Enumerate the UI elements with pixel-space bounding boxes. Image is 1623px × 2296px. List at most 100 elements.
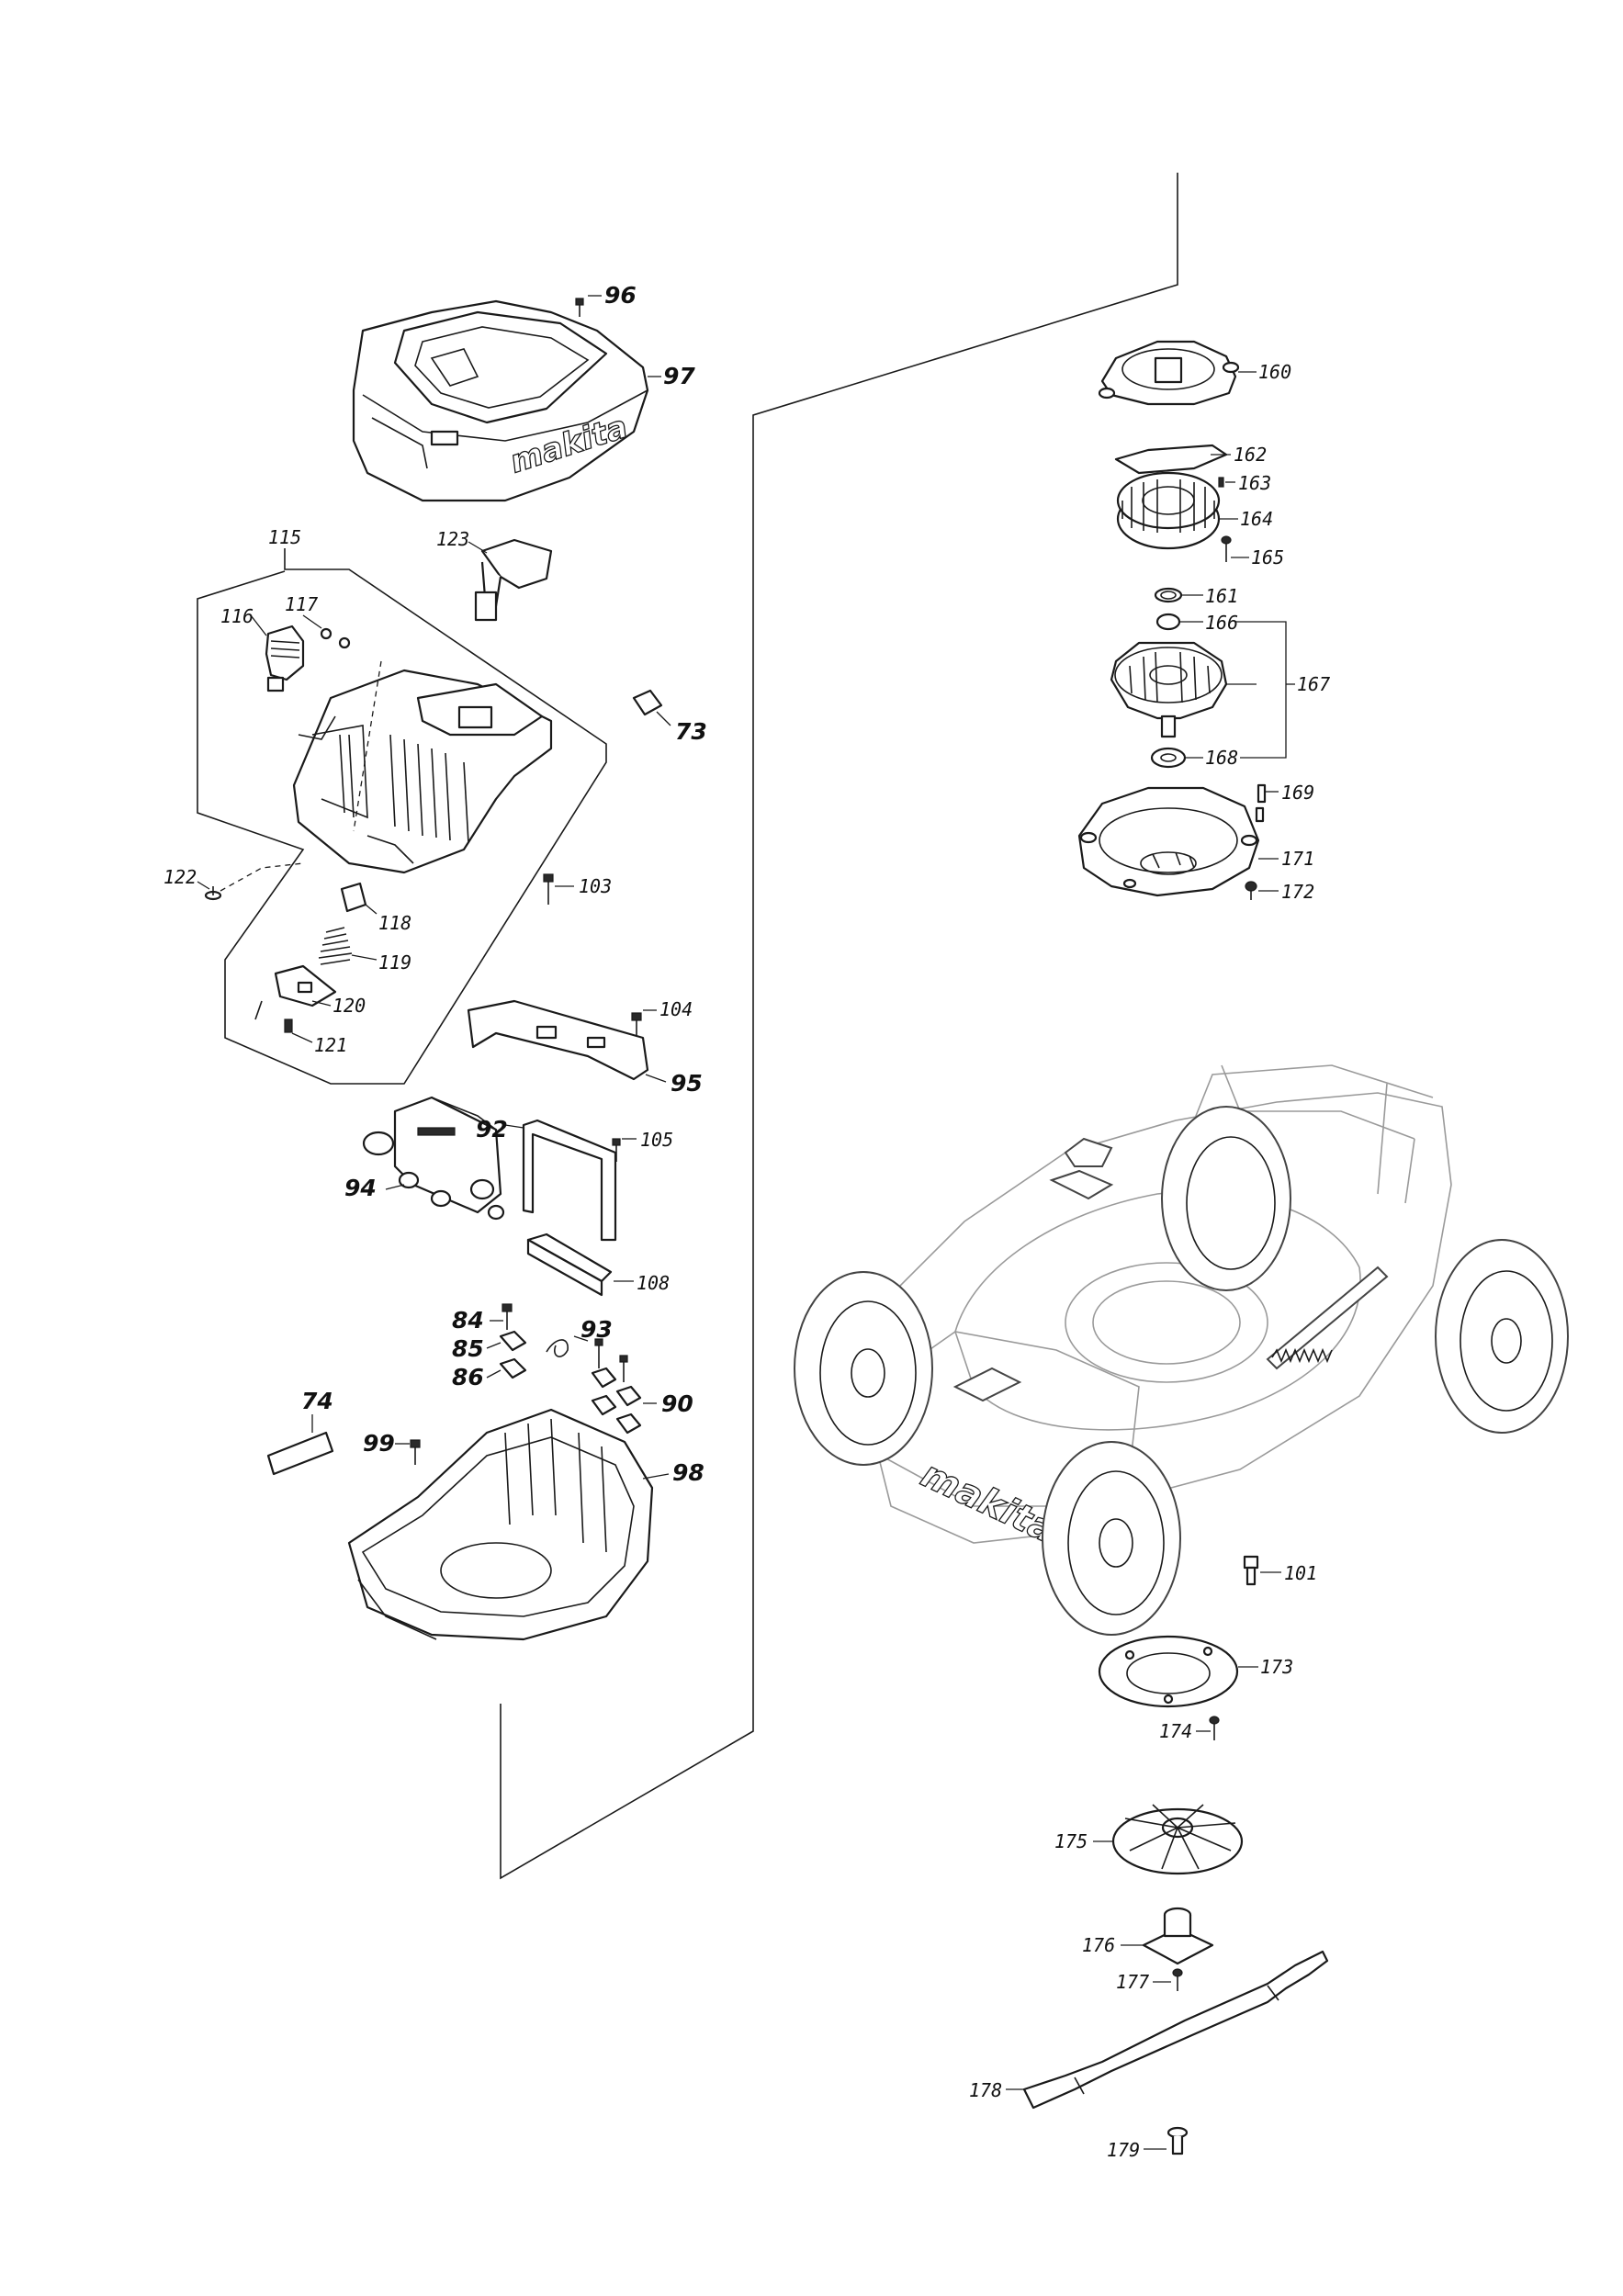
callout-93: 93 (580, 1316, 613, 1343)
callout-177: 177 (1116, 1971, 1149, 1993)
part-168-bearing[interactable] (1150, 747, 1203, 769)
part-162-retainer-ring[interactable] (1114, 444, 1231, 475)
part-92-bracket[interactable] (504, 1119, 617, 1242)
part-98-lower-housing[interactable] (347, 1408, 670, 1641)
callout-101: 101 (1284, 1562, 1317, 1584)
part-84-screw[interactable] (490, 1303, 513, 1330)
callout-97: 97 (663, 363, 695, 389)
callout-178: 178 (969, 2079, 1002, 2101)
part-176-hub[interactable] (1121, 1907, 1214, 1965)
part-172-screw[interactable] (1245, 881, 1279, 900)
callout-166: 166 (1205, 612, 1238, 634)
part-121-pins[interactable] (254, 1000, 313, 1043)
battery-compartment-housing[interactable] (292, 660, 553, 874)
assembly-connection-outline (500, 173, 1178, 1880)
callout-74: 74 (301, 1388, 333, 1414)
part-122-rivet[interactable] (197, 862, 304, 901)
part-103-screw[interactable] (543, 873, 574, 905)
callout-90: 90 (661, 1390, 693, 1417)
part-105-screw[interactable] (612, 1138, 637, 1162)
part-117-springs[interactable] (302, 614, 351, 649)
part-178-blade[interactable] (1006, 1950, 1329, 2110)
callout-163: 163 (1238, 472, 1271, 494)
callout-169: 169 (1281, 782, 1314, 804)
callout-179: 179 (1107, 2139, 1140, 2161)
callout-117: 117 (285, 593, 318, 615)
part-73-pad[interactable] (632, 689, 671, 726)
callout-174: 174 (1159, 1720, 1192, 1742)
part-95-cover-plate[interactable] (467, 999, 667, 1083)
callout-171: 171 (1281, 848, 1314, 870)
callout-95: 95 (671, 1070, 703, 1097)
callout-122: 122 (163, 866, 197, 888)
callout-92: 92 (476, 1116, 508, 1142)
callout-123: 123 (436, 528, 469, 550)
part-166-bearing[interactable] (1155, 613, 1203, 631)
part-118-bushing[interactable] (340, 882, 378, 915)
callout-103: 103 (579, 875, 612, 897)
callout-119: 119 (378, 951, 411, 974)
assembled-mower-reference: makita (794, 1064, 1569, 1636)
part-171-motor-housing[interactable] (1077, 786, 1279, 897)
part-123-latch[interactable] (468, 538, 553, 622)
callout-86: 86 (452, 1364, 484, 1390)
part-177-screw[interactable] (1153, 1968, 1183, 1991)
part-174-screw[interactable] (1196, 1716, 1220, 1740)
callout-108: 108 (637, 1272, 670, 1294)
callout-94: 94 (344, 1175, 377, 1201)
part-86-clamp[interactable] (486, 1357, 527, 1379)
callout-121: 121 (314, 1034, 347, 1056)
part-97-battery-cover[interactable]: makita (352, 299, 661, 502)
callout-84: 84 (452, 1307, 484, 1334)
callout-161: 161 (1205, 585, 1238, 607)
part-99-screw[interactable] (395, 1439, 421, 1465)
part-104-screw[interactable] (631, 1009, 657, 1036)
callout-105: 105 (640, 1129, 673, 1151)
part-96-screw[interactable] (575, 295, 602, 317)
part-164-stator[interactable] (1116, 471, 1238, 550)
part-173-plate[interactable] (1098, 1635, 1258, 1708)
callout-96: 96 (604, 282, 637, 309)
part-163-pin[interactable] (1218, 477, 1235, 488)
part-93-wire-clip[interactable] (546, 1335, 589, 1357)
part-108-foam-block[interactable] (526, 1232, 634, 1297)
part-161-washer[interactable] (1154, 587, 1203, 603)
callout-173: 173 (1260, 1656, 1293, 1678)
part-169-pin[interactable] (1255, 783, 1279, 823)
callout-160: 160 (1258, 361, 1291, 383)
part-167-rotor[interactable] (1110, 641, 1257, 738)
callout-99: 99 (363, 1430, 395, 1457)
callout-118: 118 (378, 912, 411, 934)
callout-98: 98 (672, 1459, 704, 1486)
part-120-bracket[interactable] (274, 964, 337, 1007)
part-74-label[interactable] (266, 1414, 334, 1476)
part-175-fan[interactable] (1093, 1804, 1244, 1875)
callout-115: 115 (268, 526, 301, 548)
callout-73: 73 (675, 718, 707, 745)
part-179-bolt[interactable] (1144, 2126, 1189, 2155)
mower-brand-logo: makita (915, 1453, 1062, 1551)
part-85-clamp[interactable] (486, 1330, 527, 1352)
callout-104: 104 (659, 998, 693, 1020)
callout-120: 120 (332, 995, 366, 1017)
callout-164: 164 (1240, 508, 1273, 530)
callout-172: 172 (1281, 881, 1314, 903)
callout-162: 162 (1234, 444, 1267, 466)
callout-175: 175 (1054, 1830, 1088, 1852)
callout-168: 168 (1205, 747, 1238, 769)
bracket-166-167-168 (1235, 621, 1295, 759)
group-115-outline (197, 548, 607, 1085)
part-90-clamps[interactable] (591, 1338, 657, 1435)
callout-167: 167 (1297, 673, 1330, 695)
part-94-controller[interactable] (362, 1096, 505, 1221)
part-160-motor-cover[interactable] (1098, 340, 1257, 406)
part-165-screw[interactable] (1221, 535, 1249, 562)
part-116-lever[interactable] (250, 614, 305, 692)
part-101-bolt[interactable] (1243, 1555, 1281, 1586)
part-119-spring[interactable] (318, 927, 378, 965)
callout-labels: 96 97 115 123 117 116 73 122 103 118 119… (163, 282, 1330, 2161)
callout-165: 165 (1251, 546, 1284, 568)
callout-176: 176 (1082, 1934, 1115, 1956)
callout-116: 116 (220, 605, 254, 627)
